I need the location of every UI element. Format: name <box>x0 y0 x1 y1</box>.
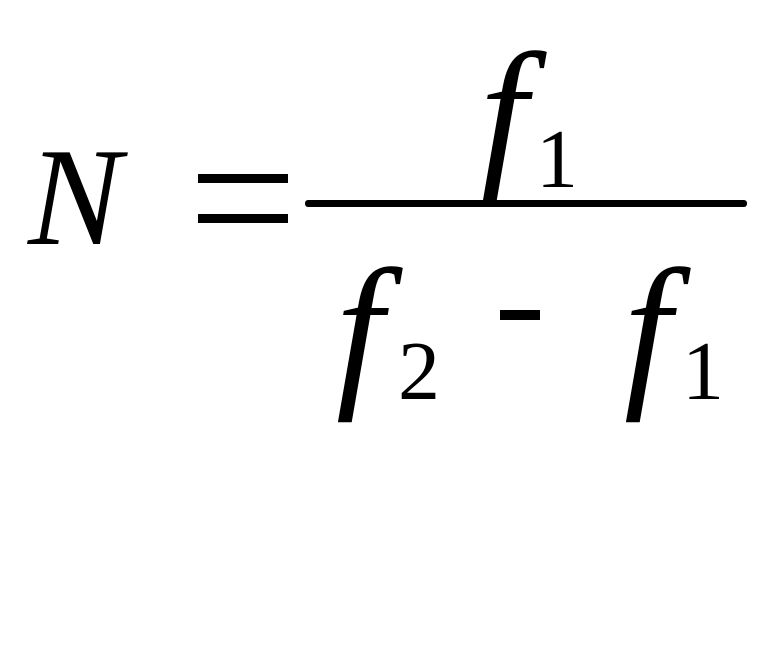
denominator-right-variable: f <box>624 235 672 423</box>
denominator-left-subscript: 2 <box>398 325 440 418</box>
denominator-right-subscript: 1 <box>682 325 724 418</box>
numerator-subscript: 1 <box>536 113 578 206</box>
equals-bar-bottom <box>198 214 288 223</box>
minus-sign <box>500 310 540 320</box>
equals-bar-top <box>198 174 288 183</box>
fraction-bar <box>305 200 747 207</box>
numerator-variable: f <box>480 19 528 207</box>
equals-sign <box>198 174 288 224</box>
lhs-variable: N <box>28 120 122 275</box>
denominator-left-variable: f <box>336 235 384 423</box>
